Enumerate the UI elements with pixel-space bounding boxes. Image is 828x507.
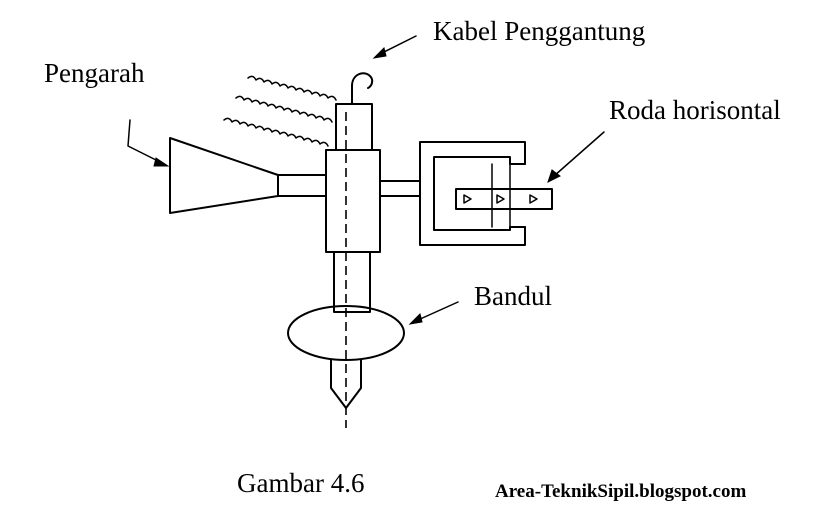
tail-vane — [169, 137, 327, 214]
label-pengarah: Pengarah — [44, 58, 145, 88]
label-kabel-penggantung: Kabel Penggantung — [433, 16, 646, 46]
suspension-cable-strands — [223, 75, 337, 147]
arrow-roda-horisontal — [547, 131, 605, 183]
bandul-weight — [287, 305, 405, 361]
horizontal-wheel — [455, 163, 553, 228]
label-bandul: Bandul — [474, 281, 552, 311]
figure-caption: Gambar 4.6 — [237, 468, 365, 498]
watermark-text: Area-TeknikSipil.blogspot.com — [495, 481, 747, 502]
horizontal-arm — [379, 180, 421, 197]
arrow-bandul — [408, 301, 459, 325]
arrow-pengarah — [127, 119, 170, 167]
label-roda-horisontal: Roda horisontal — [609, 95, 781, 125]
vertical-body — [325, 103, 381, 409]
suspension-hook — [345, 72, 374, 105]
arrow-kabel-penggantung — [372, 35, 417, 59]
